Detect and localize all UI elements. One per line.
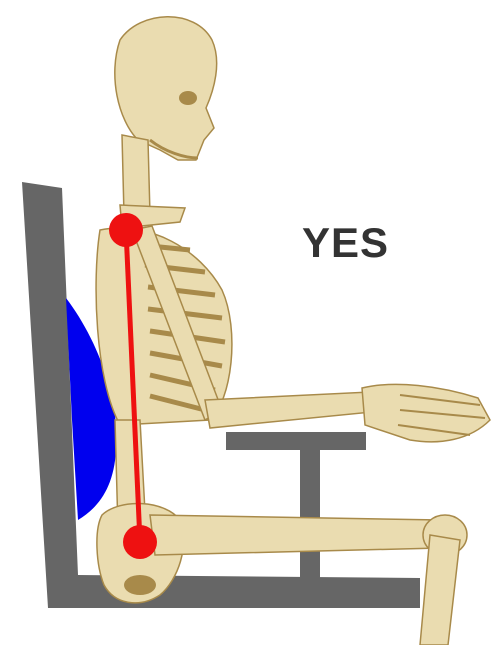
forearm: [205, 392, 372, 428]
upper-alignment-dot: [109, 213, 143, 247]
cervical-spine: [122, 135, 150, 215]
lower-alignment-dot: [123, 525, 157, 559]
table: [226, 432, 366, 578]
femur: [150, 515, 440, 555]
skeleton: [96, 17, 490, 645]
yes-label: YES: [302, 222, 389, 264]
lower-leg: [420, 535, 460, 645]
